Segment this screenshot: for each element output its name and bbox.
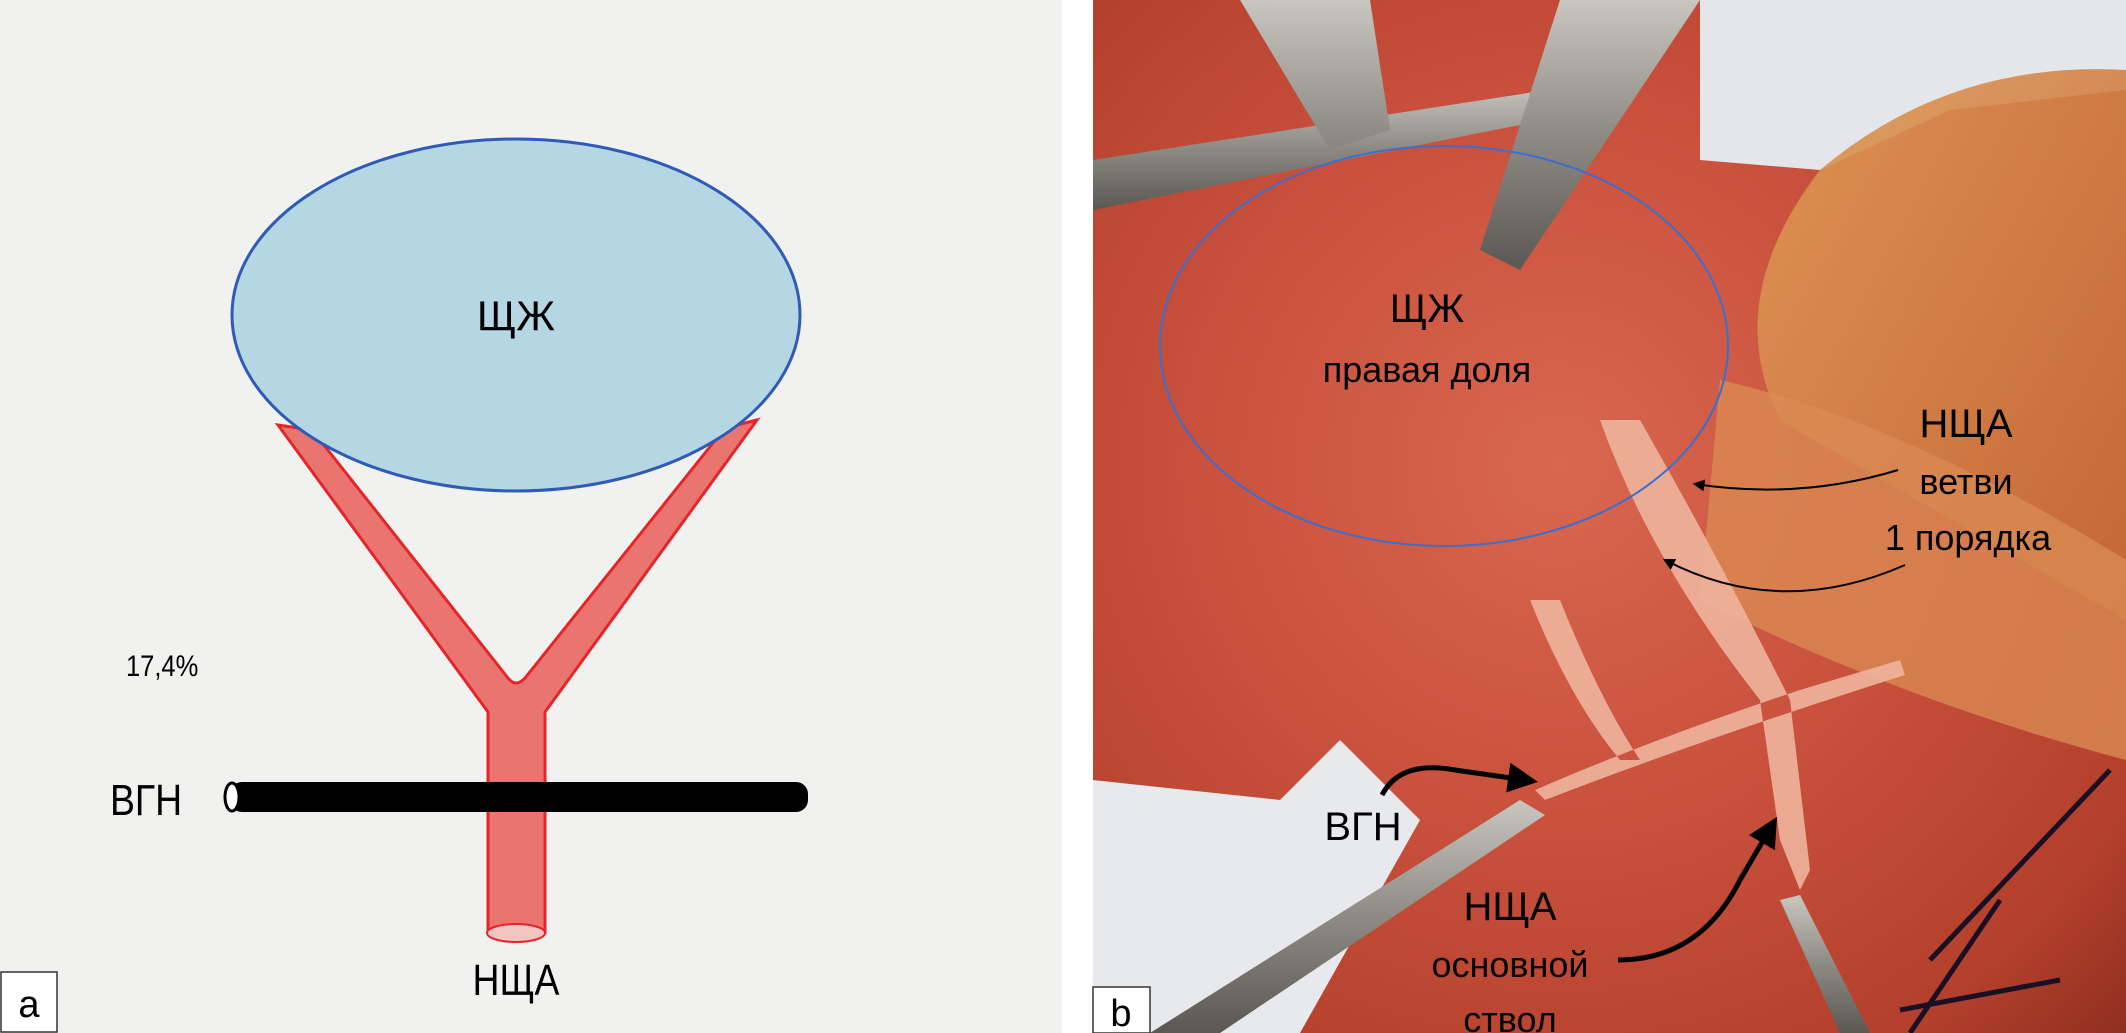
nerve-cut-end [223,781,241,813]
trunk-label-line1: НЩА [1463,885,1556,929]
panel-a-label: a [18,984,40,1026]
trunk-label-line3: ствол [1463,999,1556,1033]
artery-label: НЩА [472,955,560,1005]
trunk-arrow [1617,816,1778,963]
artery-cut-end [486,923,546,943]
thyroid-sublabel: правая доля [1323,349,1532,390]
nerve-label-b: ВГН [1324,805,1401,849]
forceps-bottom [1150,800,1545,1033]
suture [1899,768,2112,1033]
thyroid-ellipse [230,137,802,493]
thyroid-label: ЩЖ [477,292,555,339]
forceps-top [1093,85,1595,210]
panel-b-photo: ЩЖ правая доля НЩА ветви 1 порядка ВГН Н… [1062,0,2126,1033]
nerve-arrow [1379,762,1538,797]
panel-a-diagram: ЩЖ 17,4% ВГН НЩА a [0,0,1062,1033]
scissors-top [1240,0,1700,270]
thyroid-label-b: ЩЖ [1390,287,1465,331]
panel-a-label-box [0,971,58,1033]
branches-label-line2: ветви [1919,461,2012,502]
drape [1093,740,1420,1033]
nerve-bar [230,782,808,812]
artery-branches-shape [274,417,761,935]
percent-label: 17,4% [126,649,198,682]
drape-top [1700,0,2126,170]
fat-tissue [1757,69,2126,620]
thyroid-outline [1159,145,1729,547]
panel-b-label-box [1092,986,1151,1033]
fat-tissue-lower [1700,380,2126,760]
forceps-right [1780,895,1870,1033]
branches-label-line3: 1 порядка [1885,517,2052,558]
panel-b-label: b [1110,993,1131,1033]
nerve-label: ВГН [110,775,182,825]
branch-arrow-1 [1692,469,1899,492]
branch-arrow-2 [1662,558,1906,593]
trunk-label-line2: основной [1431,944,1588,985]
branches-label-line1: НЩА [1919,402,2012,446]
